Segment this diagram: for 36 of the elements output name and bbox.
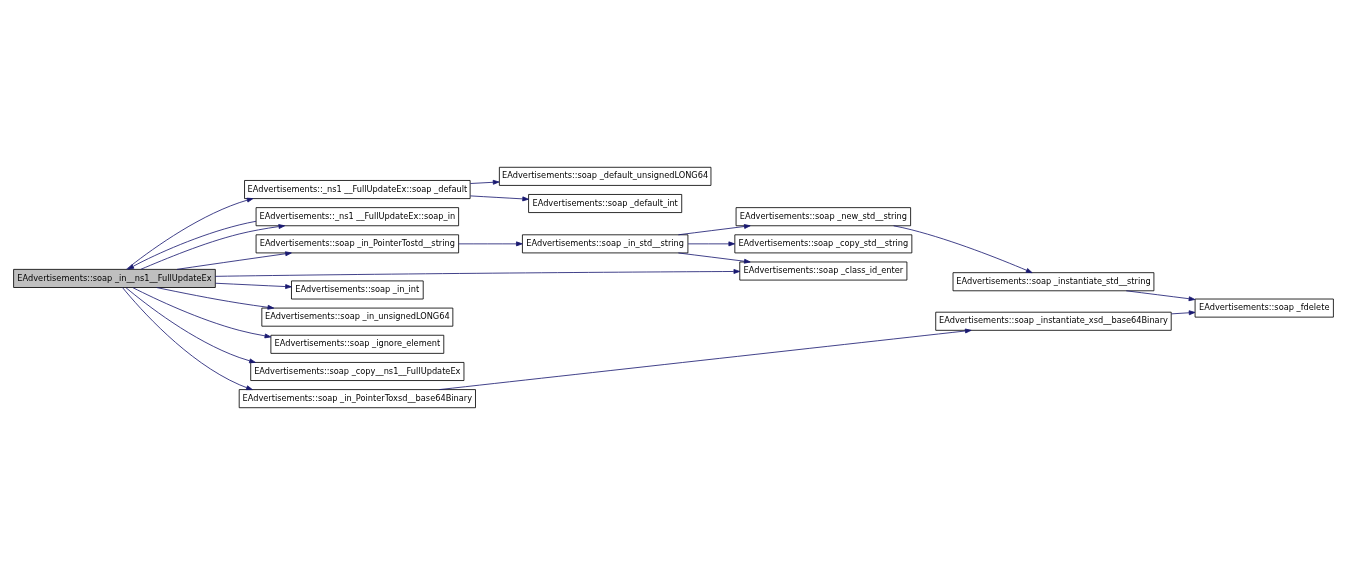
node-box: EAdvertisements::soap _default_int bbox=[528, 194, 683, 213]
node-box: EAdvertisements::soap _instantiate_xsd__base64Binary bbox=[935, 311, 1172, 331]
node-box: EAdvertisements::_ns1 __FullUpdateEx::soap _default bbox=[244, 180, 471, 199]
node-box: EAdvertisements::soap _class_id_enter bbox=[739, 261, 908, 281]
node-box: EAdvertisements::soap _in_int bbox=[291, 280, 424, 300]
arrow bbox=[678, 224, 751, 236]
arrow bbox=[125, 197, 254, 270]
arrow bbox=[458, 241, 523, 247]
node-box: EAdvertisements::soap _in_std__string bbox=[522, 234, 689, 254]
node-box: EAdvertisements::soap _in__ns1__FullUpdateEx bbox=[13, 268, 216, 288]
arrow bbox=[1125, 290, 1196, 302]
node-box: EAdvertisements::soap _in_PointerTostd__string bbox=[255, 234, 460, 254]
arrow bbox=[470, 179, 500, 185]
node-box: EAdvertisements::soap _ignore_element bbox=[270, 334, 445, 354]
arrow bbox=[215, 282, 292, 289]
arrow bbox=[176, 251, 292, 270]
arrow bbox=[1171, 310, 1196, 316]
arrow bbox=[132, 287, 272, 339]
node-box: EAdvertisements::soap _copy_std__string bbox=[734, 234, 913, 254]
node-box: EAdvertisements::soap _instantiate_std__string bbox=[952, 272, 1155, 292]
arrow bbox=[893, 225, 1033, 274]
node-box: EAdvertisements::soap _default_unsignedLONG64 bbox=[498, 166, 712, 186]
arrow bbox=[470, 195, 529, 202]
node-box: EAdvertisements::soap _fdelete bbox=[1194, 298, 1334, 318]
arrow bbox=[156, 287, 275, 310]
arrow bbox=[678, 252, 751, 264]
arrow bbox=[127, 220, 257, 270]
arrow bbox=[687, 241, 736, 247]
node-box: EAdvertisements::soap _in_unsignedLONG64 bbox=[261, 307, 454, 327]
arrow bbox=[439, 328, 972, 390]
arrow bbox=[140, 224, 286, 270]
arrow bbox=[122, 287, 253, 391]
node-box: EAdvertisements::soap _in_PointerToxsd__base64Binary bbox=[238, 389, 476, 409]
arrow bbox=[214, 269, 741, 277]
node-box: EAdvertisements::soap _copy__ns1__FullUpdateEx bbox=[250, 362, 465, 381]
arrow bbox=[125, 287, 256, 364]
